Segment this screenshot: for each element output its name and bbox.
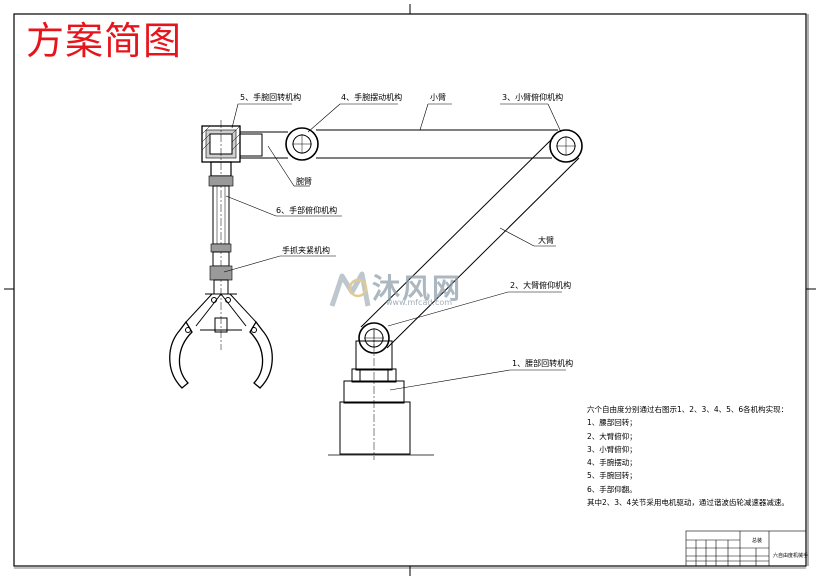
upper-arm [360,137,580,349]
label-upper-arm-pitch: 2、大臂俯仰机构 [510,281,572,290]
title-block-cell-b: 六自由度机械手 [773,553,809,559]
wrist-pitch-column [208,161,234,295]
wrist-rotation-housing [201,120,241,350]
notes-item: 2、大臂俯仰； [587,431,637,441]
label-wrist-arm: 腕臂 [296,177,312,186]
label-waist-rotation: 1、腰部回转机构 [512,359,574,368]
notes-item: 4、手腕摆动； [587,458,637,468]
watermark-brand: 沐风网 [372,272,463,305]
leader-lines [223,103,566,391]
notes-heading: 六个自由度分别通过右图示1、2、3、4、5、6各机构实现： [587,405,789,414]
wrist-swing-joint [285,127,319,161]
notes-item: 1、腰部回转； [587,418,637,428]
title-block [685,530,807,567]
base-assembly [328,330,434,460]
elbow-joint [549,129,583,163]
gripper [169,293,273,389]
technical-notes: 六个自由度分别通过右图示1、2、3、4、5、6各机构实现： 1、腰部回转； 2、… [587,403,789,509]
label-wrist-rotation: 5、手腕回转机构 [240,93,302,102]
notes-item: 5、手腕回转； [587,471,637,481]
label-upper-arm: 大臂 [538,236,554,245]
label-forearm-pitch: 3、小臂俯仰机构 [502,93,564,102]
drawing-title: 方案简图 [26,19,183,63]
label-forearm: 小臂 [430,93,446,102]
label-wrist-pitch: 6、手部俯仰机构 [276,206,338,215]
wrist-arm [239,131,288,159]
notes-footer: 其中2、3、4关节采用电机驱动，通过谐波齿轮减速器减速。 [587,498,789,508]
label-wrist-swing: 4、手腕摆动机构 [341,93,403,102]
watermark-url: www.mfcad.com [386,298,453,307]
forearm [316,129,558,159]
notes-item: 6、手部仰翻。 [587,484,637,494]
title-block-cell-a: 总装 [752,538,763,544]
notes-item: 3、小臂俯仰； [587,444,637,454]
shoulder-joint [358,322,390,354]
label-gripper: 手抓夹紧机构 [282,246,330,255]
watermark-logo-icon [329,271,371,307]
